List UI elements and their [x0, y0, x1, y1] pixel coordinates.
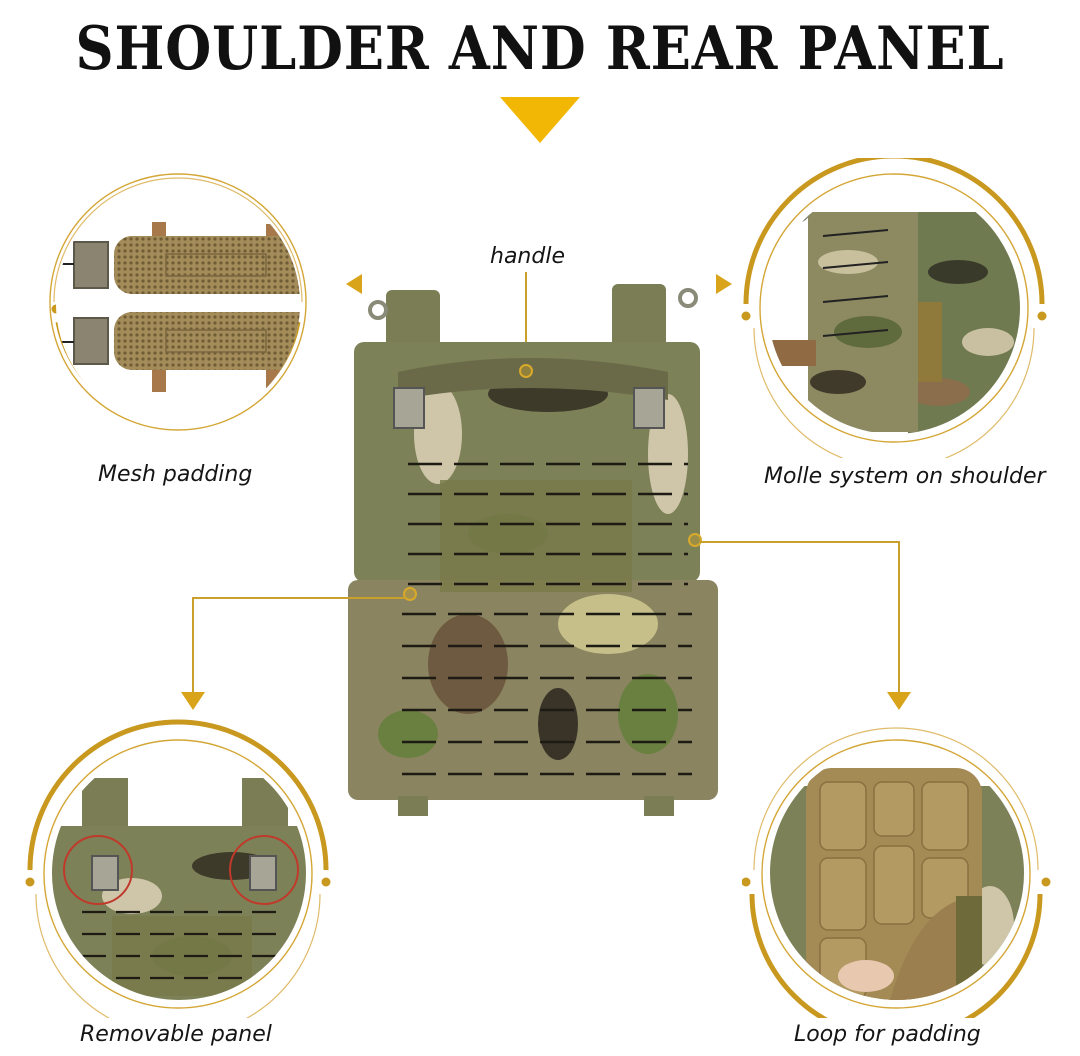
callout-molle-system	[740, 158, 1050, 458]
callout-loop-padding	[742, 718, 1052, 1018]
loop-padding-connector-v	[898, 541, 900, 693]
label-handle: handle	[490, 244, 565, 269]
pointer-left-icon	[346, 274, 362, 294]
loop-padding-marker-icon	[688, 533, 702, 547]
plate-carrier-image	[348, 284, 720, 820]
ring-decoration-icon	[742, 727, 1051, 1018]
label-molle-system: Molle system on shoulder	[764, 464, 1046, 489]
removable-panel-image	[52, 746, 306, 1000]
pointer-down-icon	[887, 692, 911, 710]
pointer-down-icon	[181, 692, 205, 710]
molle-shoulder-image	[768, 182, 1020, 434]
mesh-padding-image	[56, 182, 300, 426]
highlight-circle-icon	[229, 835, 299, 905]
label-mesh-padding: Mesh padding	[98, 462, 253, 487]
ring-decoration-icon	[741, 158, 1047, 458]
loop-padding-image	[770, 746, 1024, 1000]
title-down-arrow-icon	[500, 97, 580, 143]
handle-connector-line	[525, 272, 527, 368]
handle-marker-icon	[519, 364, 533, 378]
callout-removable-panel	[24, 718, 334, 1018]
callout-mesh-padding	[26, 156, 336, 446]
pointer-right-icon	[716, 274, 732, 294]
label-removable-panel: Removable panel	[80, 1022, 272, 1047]
removable-panel-marker-icon	[403, 587, 417, 601]
highlight-circle-icon	[63, 835, 133, 905]
ring-decoration-icon	[25, 719, 331, 1018]
loop-padding-connector-h	[700, 541, 900, 543]
removable-panel-connector-v	[192, 597, 194, 693]
removable-panel-connector-h	[192, 597, 406, 599]
label-loop-padding: Loop for padding	[794, 1022, 981, 1047]
page-title: SHOULDER AND REAR PANEL	[75, 14, 1005, 84]
